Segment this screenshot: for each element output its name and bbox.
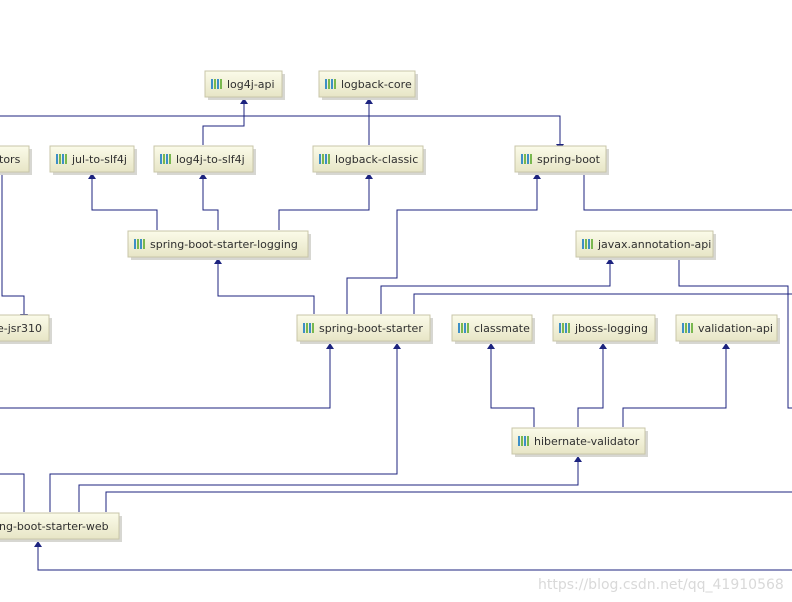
watermark: https://blog.csdn.net/qq_41910568: [538, 577, 784, 593]
arrow-logback-core: [365, 98, 373, 104]
edge-starter-to-spring-boot: [346, 175, 538, 314]
node-logback-classic[interactable]: logback-classic: [312, 145, 426, 175]
node-label: logback-core: [341, 78, 412, 91]
arrow-log4j-api: [240, 98, 248, 104]
arrow-classmate: [487, 343, 495, 349]
edge-spring-boot-to-right: [583, 175, 792, 211]
node-label: validation-api: [698, 322, 773, 335]
arrow-log4j-to-slf4j: [199, 173, 207, 179]
edge-starter-logging-to-logback-classic: [278, 175, 370, 230]
node-label: spring-boot-starter-logging: [150, 238, 298, 251]
edge-left-to-spring-boot: [0, 115, 561, 144]
edge-javax-to-right: [678, 259, 792, 409]
node-label: log4j-api: [227, 78, 275, 91]
arrow-starter-logging: [214, 258, 222, 264]
node-jsr310-partial[interactable]: e-jsr310: [0, 314, 52, 344]
arrow-spring-boot: [533, 173, 541, 179]
edges-layer: [0, 100, 792, 571]
node-label: jboss-logging: [574, 322, 648, 335]
edge-log4j-to-slf4j-to-log4j-api: [202, 100, 245, 145]
node-log4j-api[interactable]: log4j-api: [204, 70, 285, 100]
node-label: hibernate-validator: [534, 435, 640, 448]
node-label: logback-classic: [335, 153, 418, 166]
nodes-layer: log4j-api logback-core tors jul-to-slf4j…: [0, 70, 780, 542]
node-spring-boot-starter-web-partial[interactable]: ng-boot-starter-web: [0, 512, 122, 542]
node-spring-boot-starter-logging[interactable]: spring-boot-starter-logging: [127, 230, 311, 260]
node-label: spring-boot: [537, 153, 601, 166]
node-log4j-to-slf4j[interactable]: log4j-to-slf4j: [153, 145, 256, 175]
node-javax-annotation-api[interactable]: javax.annotation-api: [575, 230, 716, 260]
arrow-starter-right: [393, 343, 401, 349]
node-jboss-logging[interactable]: jboss-logging: [552, 314, 658, 344]
node-tors-partial[interactable]: tors: [0, 145, 32, 175]
edge-left-to-starter: [0, 345, 331, 409]
edge-starter-to-right: [413, 293, 792, 314]
node-spring-boot[interactable]: spring-boot: [514, 145, 609, 175]
arrow-hv: [574, 456, 582, 462]
arrow-validation: [722, 343, 730, 349]
arrow-javax: [606, 258, 614, 264]
node-label: jul-to-slf4j: [71, 153, 127, 166]
edge-hv-to-jboss: [577, 345, 604, 427]
node-label: tors: [0, 153, 21, 166]
arrow-jul-to-slf4j: [88, 173, 96, 179]
arrow-web: [34, 541, 42, 547]
node-label: spring-boot-starter: [319, 322, 423, 335]
edge-starter-logging-to-jul: [91, 175, 158, 230]
edge-bottom-to-web: [37, 543, 792, 571]
edge-hv-to-validation: [622, 345, 727, 427]
arrow-jboss: [599, 343, 607, 349]
node-jul-to-slf4j[interactable]: jul-to-slf4j: [49, 145, 137, 175]
node-validation-api[interactable]: validation-api: [675, 314, 780, 344]
edge-web-to-right: [105, 491, 792, 512]
edge-hv-to-classmate: [490, 345, 535, 427]
node-label: javax.annotation-api: [597, 238, 711, 251]
edge-web-to-starter: [49, 345, 398, 512]
node-hibernate-validator[interactable]: hibernate-validator: [511, 427, 648, 457]
edge-web-to-hv: [78, 458, 579, 512]
node-classmate[interactable]: classmate: [451, 314, 535, 344]
edge-starter-logging-to-log4j-to-slf4j: [202, 175, 219, 230]
edge-tors-to-jsr310: [1, 172, 25, 315]
node-spring-boot-starter[interactable]: spring-boot-starter: [296, 314, 433, 344]
node-label: e-jsr310: [0, 322, 42, 335]
node-label: ng-boot-starter-web: [0, 520, 109, 533]
arrow-starter-left: [326, 343, 334, 349]
arrow-logback-classic: [365, 173, 373, 179]
node-label: log4j-to-slf4j: [176, 153, 245, 166]
edge-starter-to-starter-logging: [217, 260, 315, 314]
node-logback-core[interactable]: logback-core: [318, 70, 418, 100]
edge-web-left-stub: [0, 473, 25, 512]
node-label: classmate: [474, 322, 530, 335]
edge-starter-to-javax: [380, 260, 611, 314]
